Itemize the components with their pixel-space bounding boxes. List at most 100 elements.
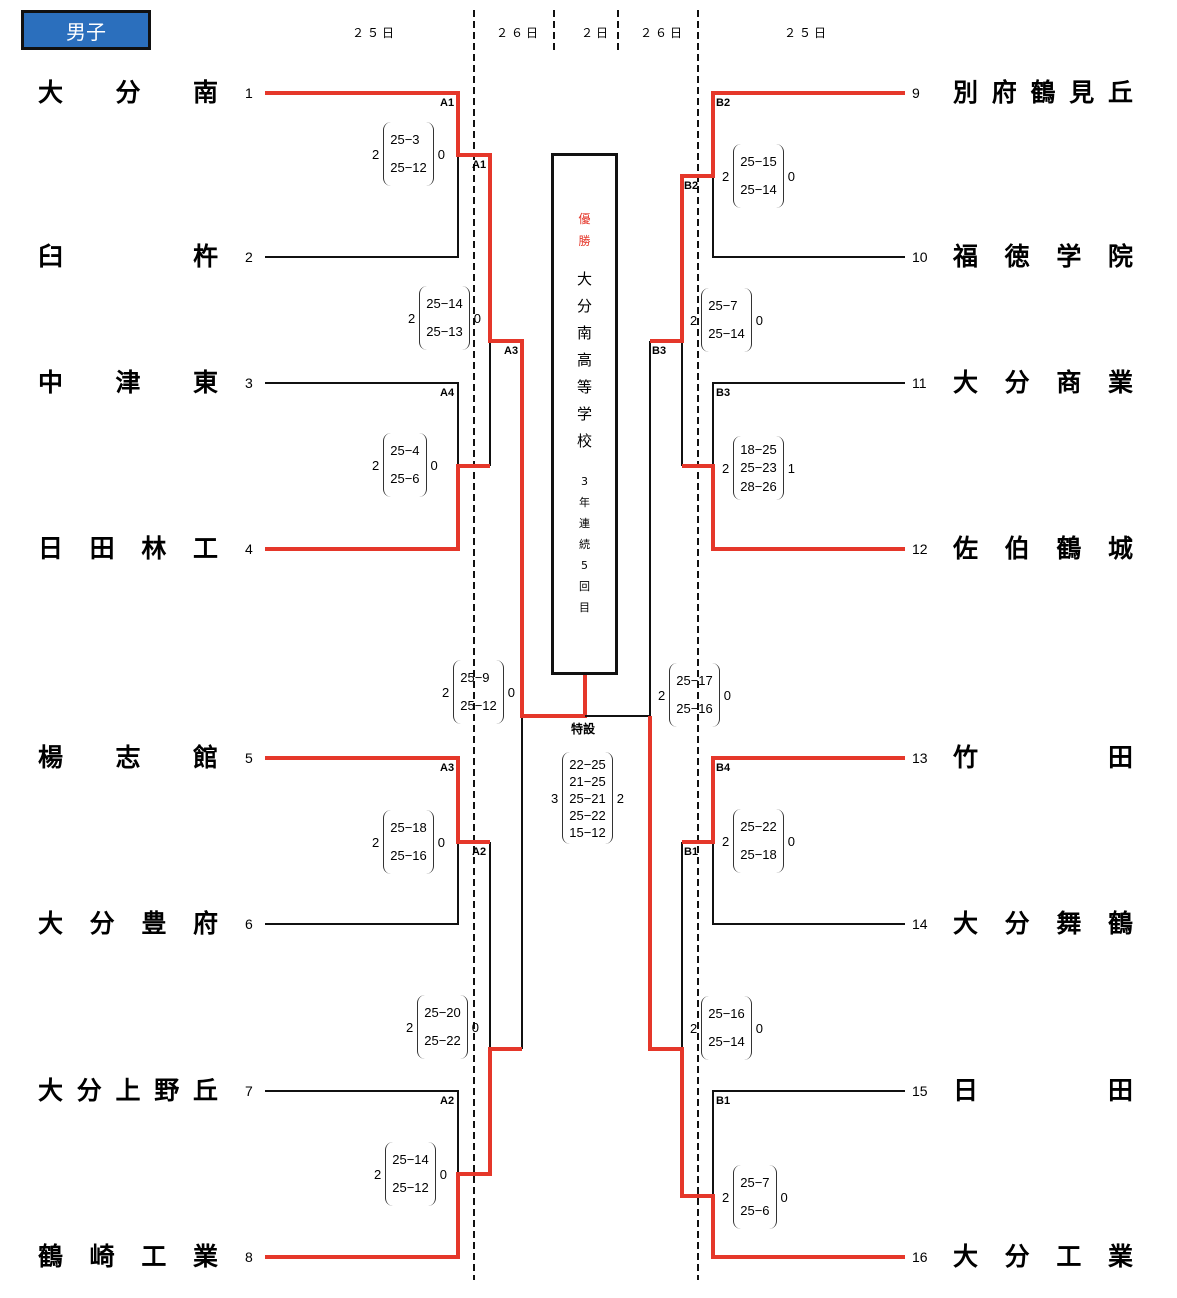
champion-char: 目 (579, 601, 590, 614)
team-name-char: 丘 (1107, 78, 1133, 107)
champion-char: 校 (576, 432, 592, 450)
set-score: 15−12 (569, 825, 606, 840)
path-team-14 (712, 842, 905, 925)
team-name-char: 竹 (953, 743, 979, 772)
team-name-char: 分 (89, 909, 115, 938)
path-team-10 (712, 176, 905, 258)
path-team-16-win (648, 716, 905, 1259)
team-name-char: 鶴 (1056, 534, 1082, 563)
team-name-char: 館 (192, 743, 218, 772)
court-tag: A3 (440, 762, 455, 774)
sets-lost: 0 (473, 310, 481, 326)
team-name: 大分上野丘 (38, 1076, 218, 1106)
set-score: 25−17 (676, 673, 713, 688)
team-name-char: 工 (141, 1242, 167, 1271)
team-name-char: 学 (1056, 242, 1082, 271)
seed-number: 11 (912, 375, 927, 391)
team-name-char: 商 (1056, 368, 1082, 397)
team-name-char: 大 (38, 78, 64, 107)
champion-char: 連 (579, 517, 590, 530)
sets-won: 2 (690, 312, 698, 328)
set-score: 25−14 (426, 296, 463, 311)
team-name-char: 日 (953, 1076, 979, 1105)
team-name: 別府鶴見丘 (953, 78, 1133, 108)
sets-won: 2 (722, 168, 730, 184)
set-score: 25−9 (460, 670, 490, 685)
seed-number: 5 (245, 750, 253, 766)
team-name-char: 崎 (89, 1242, 115, 1271)
court-tag: A2 (440, 1095, 455, 1107)
team-name-char: 舞 (1056, 909, 1082, 938)
court-tag: A3 (504, 345, 519, 357)
team-name-char: 鶴 (1030, 78, 1056, 107)
set-score: 25−14 (708, 1034, 745, 1049)
team-name: 日田 (953, 1076, 1133, 1106)
set-score: 25−12 (460, 698, 497, 713)
sets-won: 2 (372, 146, 380, 162)
path-team-11 (712, 382, 905, 466)
set-score: 25−6 (740, 1203, 770, 1218)
team-name-char: 豊 (141, 909, 167, 938)
court-tag: B3 (716, 387, 731, 399)
path-team-5-win (265, 756, 490, 844)
team-name-char: 徳 (1004, 242, 1030, 271)
sets-lost: 2 (616, 790, 624, 806)
set-score: 25−6 (390, 471, 420, 486)
sets-won: 2 (722, 1189, 730, 1205)
set-score: 22−25 (569, 757, 606, 772)
day-label: ２６日 (496, 26, 542, 40)
team-name-char: 鶴 (38, 1242, 64, 1271)
path-team-6 (265, 842, 459, 925)
set-score: 25−20 (424, 1005, 461, 1020)
sets-won: 2 (408, 310, 416, 326)
final-venue: 特設 (571, 722, 596, 736)
set-scores: 25−7 25−6 (733, 1165, 777, 1229)
team-name-char: 大 (38, 909, 64, 938)
champion-char: 5 (581, 559, 588, 572)
sets-lost: 0 (755, 1020, 763, 1036)
set-score: 25−18 (390, 820, 427, 835)
set-score: 25−7 (740, 1175, 770, 1190)
team-name-char: 上 (115, 1076, 141, 1105)
path-team-8-win (265, 1047, 522, 1259)
path-team-4-win (265, 464, 490, 551)
set-score: 25−14 (392, 1152, 429, 1167)
sets-won: 2 (690, 1020, 698, 1036)
team-name-char: 見 (1069, 78, 1095, 107)
seed-number: 7 (245, 1083, 253, 1099)
seed-number: 6 (245, 916, 253, 932)
sets-lost: 0 (430, 457, 438, 473)
set-score: 25−3 (390, 132, 420, 147)
champion-school: 大分南高等学校 (577, 266, 592, 455)
set-score: 25−22 (740, 819, 777, 834)
sets-won: 2 (722, 833, 730, 849)
sets-won: 2 (372, 457, 380, 473)
sets-won: 2 (374, 1166, 382, 1182)
team-name-char: 伯 (1004, 534, 1030, 563)
team-name: 日田林工 (38, 534, 218, 564)
court-tag: B2 (716, 97, 731, 109)
team-name: 鶴崎工業 (38, 1242, 218, 1272)
division-badge: 男子 (21, 10, 151, 50)
team-name-char: 分 (1004, 368, 1030, 397)
court-tag: B1 (684, 846, 699, 858)
court-tag: B2 (684, 180, 699, 192)
team-name-char: 業 (192, 1242, 218, 1271)
sets-won: 2 (658, 687, 666, 703)
court-tag: A1 (472, 159, 487, 171)
team-name-char: 野 (154, 1076, 180, 1105)
champion-char: 大 (576, 270, 592, 288)
team-name-char: 院 (1107, 242, 1133, 271)
sets-won: 2 (442, 684, 450, 700)
champion-char: 等 (576, 378, 592, 396)
